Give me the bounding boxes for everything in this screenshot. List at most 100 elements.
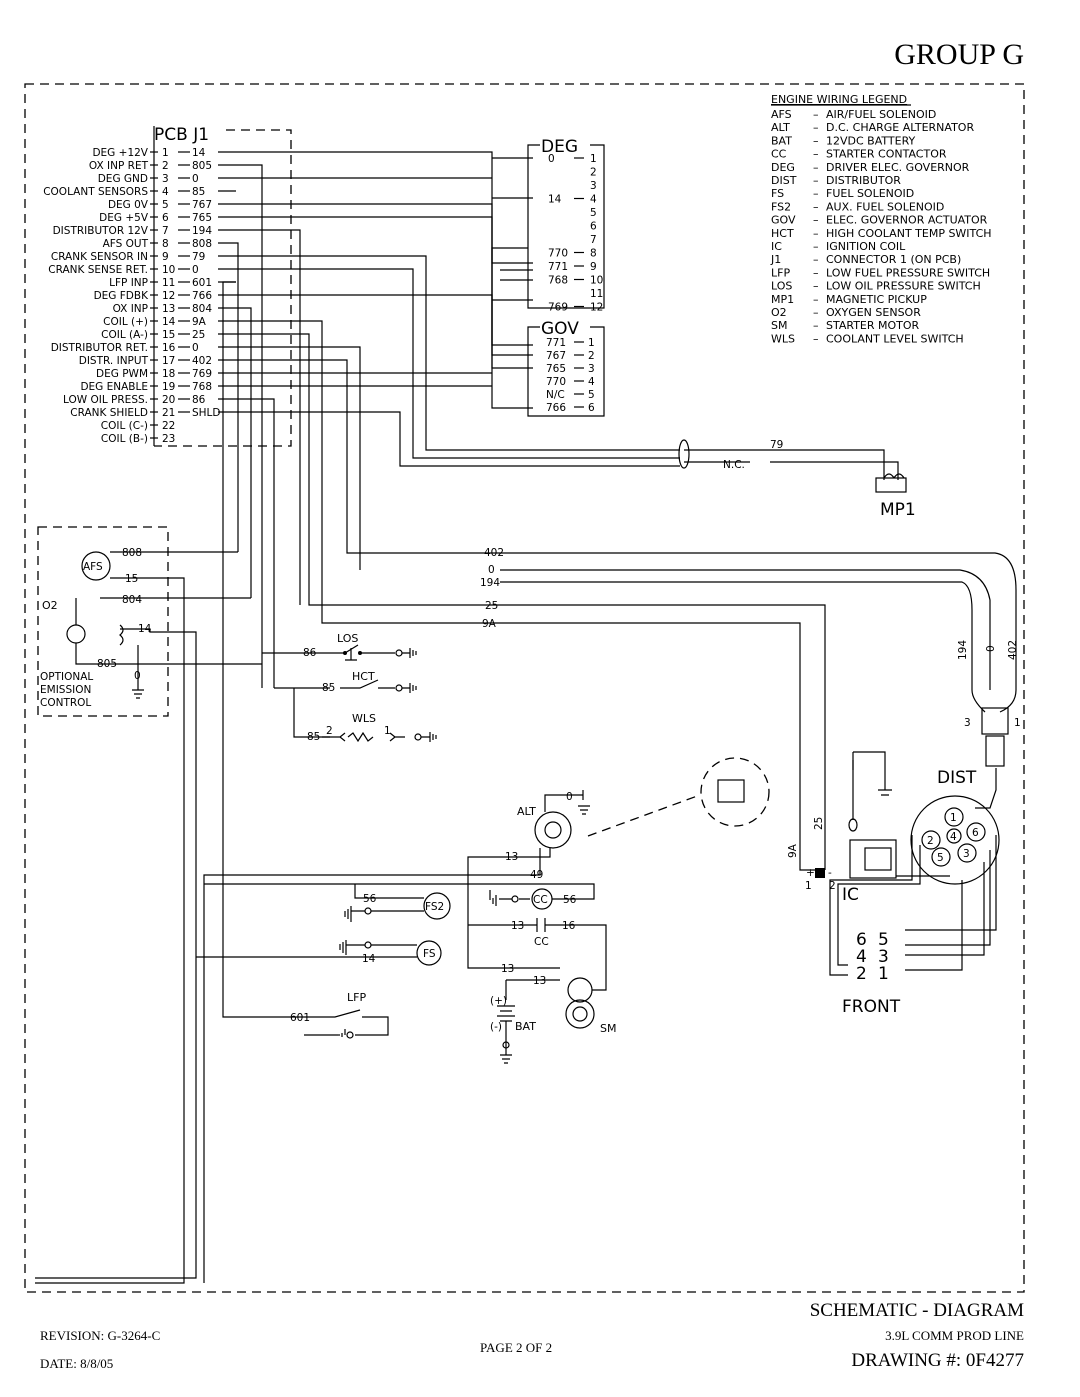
- optional-emission-control: AFS 808 15 804 O2 14 805 0 OPTIONAL EMIS…: [35, 526, 262, 1284]
- svg-text:–: –: [813, 214, 819, 227]
- svg-text:1: 1: [878, 964, 889, 984]
- svg-text:804: 804: [122, 594, 142, 606]
- wiring-legend: ENGINE WIRING LEGEND AFS–AIR/FUEL SOLENO…: [770, 93, 992, 345]
- pcb-pin-wire: 769: [192, 368, 212, 380]
- legend-desc: CONNECTOR 1 (ON PCB): [826, 253, 961, 266]
- legend-abbr: BAT: [771, 134, 792, 147]
- svg-text:0: 0: [134, 670, 141, 682]
- svg-text:4: 4: [856, 947, 867, 967]
- pcb-pin-number: 4: [162, 186, 169, 198]
- legend-abbr: DEG: [771, 161, 795, 174]
- deg-pin-number: 10: [590, 275, 603, 287]
- svg-text:85: 85: [307, 731, 320, 743]
- svg-text:CC: CC: [534, 936, 549, 948]
- alternator: ALT 0 13 49: [203, 757, 770, 1283]
- svg-text:–: –: [813, 332, 819, 345]
- pcb-pin-name: DEG FDBK: [94, 290, 150, 302]
- pcb-pin-number: 3: [162, 173, 169, 185]
- dist-cap-terminal: 2: [927, 835, 934, 847]
- pcb-pin-wire: 0: [192, 173, 199, 185]
- svg-text:194: 194: [957, 640, 969, 660]
- pcb-pin-name: CRANK SENSE RET.: [48, 264, 148, 276]
- deg-pin-number: 5: [590, 207, 597, 219]
- dist-cap-terminal: 6: [972, 827, 979, 839]
- pcb-pin-number: 20: [162, 394, 175, 406]
- revision-label: REVISION: G-3264-C: [40, 1328, 161, 1343]
- page-number: PAGE 2 OF 2: [480, 1340, 553, 1355]
- deg-pin-wire: 14: [548, 194, 562, 206]
- pcb-pin-number: 21: [162, 407, 175, 419]
- legend-item: O2–OXYGEN SENSOR: [771, 306, 921, 319]
- pcb-pin-number: 16: [162, 342, 176, 354]
- deg-pin: 3: [590, 180, 597, 192]
- legend-desc: FUEL SOLENOID: [826, 187, 914, 200]
- o2-label: O2: [42, 599, 58, 612]
- deg-pin: 14 4: [548, 194, 597, 206]
- pcb-pin-number: 5: [162, 199, 169, 211]
- svg-text:56: 56: [563, 894, 577, 906]
- pcb-pin-name: DEG +5V: [99, 212, 149, 224]
- pcb-pin-wire: SHLD: [192, 407, 221, 419]
- svg-text:6: 6: [856, 930, 867, 950]
- pcb-pin-wire: 194: [192, 225, 212, 237]
- deg-pin-number: 4: [590, 194, 597, 206]
- gov-pin-number: 1: [588, 337, 595, 349]
- legend-abbr: MP1: [771, 293, 794, 306]
- gov-title: GOV: [541, 319, 579, 339]
- legend-desc: STARTER CONTACTOR: [826, 148, 947, 161]
- pcb-pin-name: COIL (C-): [101, 420, 148, 432]
- svg-text:13: 13: [511, 920, 524, 932]
- pcb-pin-wire: 767: [192, 199, 212, 211]
- legend-desc: 12VDC BATTERY: [826, 134, 916, 147]
- legend-item: LFP–LOW FUEL PRESSURE SWITCH: [771, 266, 990, 279]
- svg-text:86: 86: [303, 647, 317, 659]
- legend-desc: AIR/FUEL SOLENOID: [826, 108, 936, 121]
- deg-pin-number: 3: [590, 180, 597, 192]
- legend-abbr: ALT: [771, 121, 790, 134]
- pcb-pin-wire: 0: [192, 342, 199, 354]
- gov-pin-number: 5: [588, 389, 595, 401]
- pcb-pin-name: COIL (B-): [101, 433, 148, 445]
- legend-desc: STARTER MOTOR: [826, 319, 920, 332]
- legend-desc: HIGH COOLANT TEMP SWITCH: [826, 227, 992, 240]
- cc-label: CC: [533, 894, 548, 906]
- pcb-pin-name: OX INP: [113, 303, 148, 315]
- dist-label: DIST: [937, 768, 977, 788]
- pcb-pin-number: 10: [162, 264, 175, 276]
- svg-text:–: –: [813, 306, 819, 319]
- pcb-pin-wire: 86: [192, 394, 206, 406]
- pcb-pin-wire: 765: [192, 212, 212, 224]
- front-label: FRONT: [842, 997, 901, 1017]
- svg-text:(-): (-): [490, 1021, 502, 1033]
- legend-item: GOV–ELEC. GOVERNOR ACTUATOR: [771, 214, 988, 227]
- pcb-pin-number: 9: [162, 251, 169, 263]
- legend-desc: AUX. FUEL SOLENOID: [826, 200, 944, 213]
- pcb-pin-number: 19: [162, 381, 175, 393]
- svg-text:–: –: [813, 253, 819, 266]
- legend-desc: DRIVER ELEC. GOVERNOR: [826, 161, 970, 174]
- svg-text:14: 14: [138, 623, 152, 635]
- pcb-pin-wire: 85: [192, 186, 205, 198]
- pcb-pin-wire: 805: [192, 160, 212, 172]
- svg-text:1: 1: [384, 725, 391, 737]
- legend-desc: MAGNETIC PICKUP: [826, 293, 927, 306]
- deg-pin-wire: 769: [548, 302, 568, 314]
- starting-fuel-circuit: FS2 56 CC 56 13 16 CC FS 14 13 13 SM LFP…: [196, 883, 616, 1064]
- legend-abbr: SM: [771, 319, 787, 332]
- mp1-magnetic-pickup: 79 N.C. MP1: [678, 439, 916, 520]
- deg-pin: 5: [590, 207, 597, 219]
- distributor-wiring: 402 0 194 25 9A 194 0 402 3 1 9A 25: [480, 547, 1021, 871]
- fs-label: FS: [423, 948, 436, 960]
- gov-pin-wire: 765: [546, 363, 566, 375]
- pcb-pin-number: 23: [162, 433, 175, 445]
